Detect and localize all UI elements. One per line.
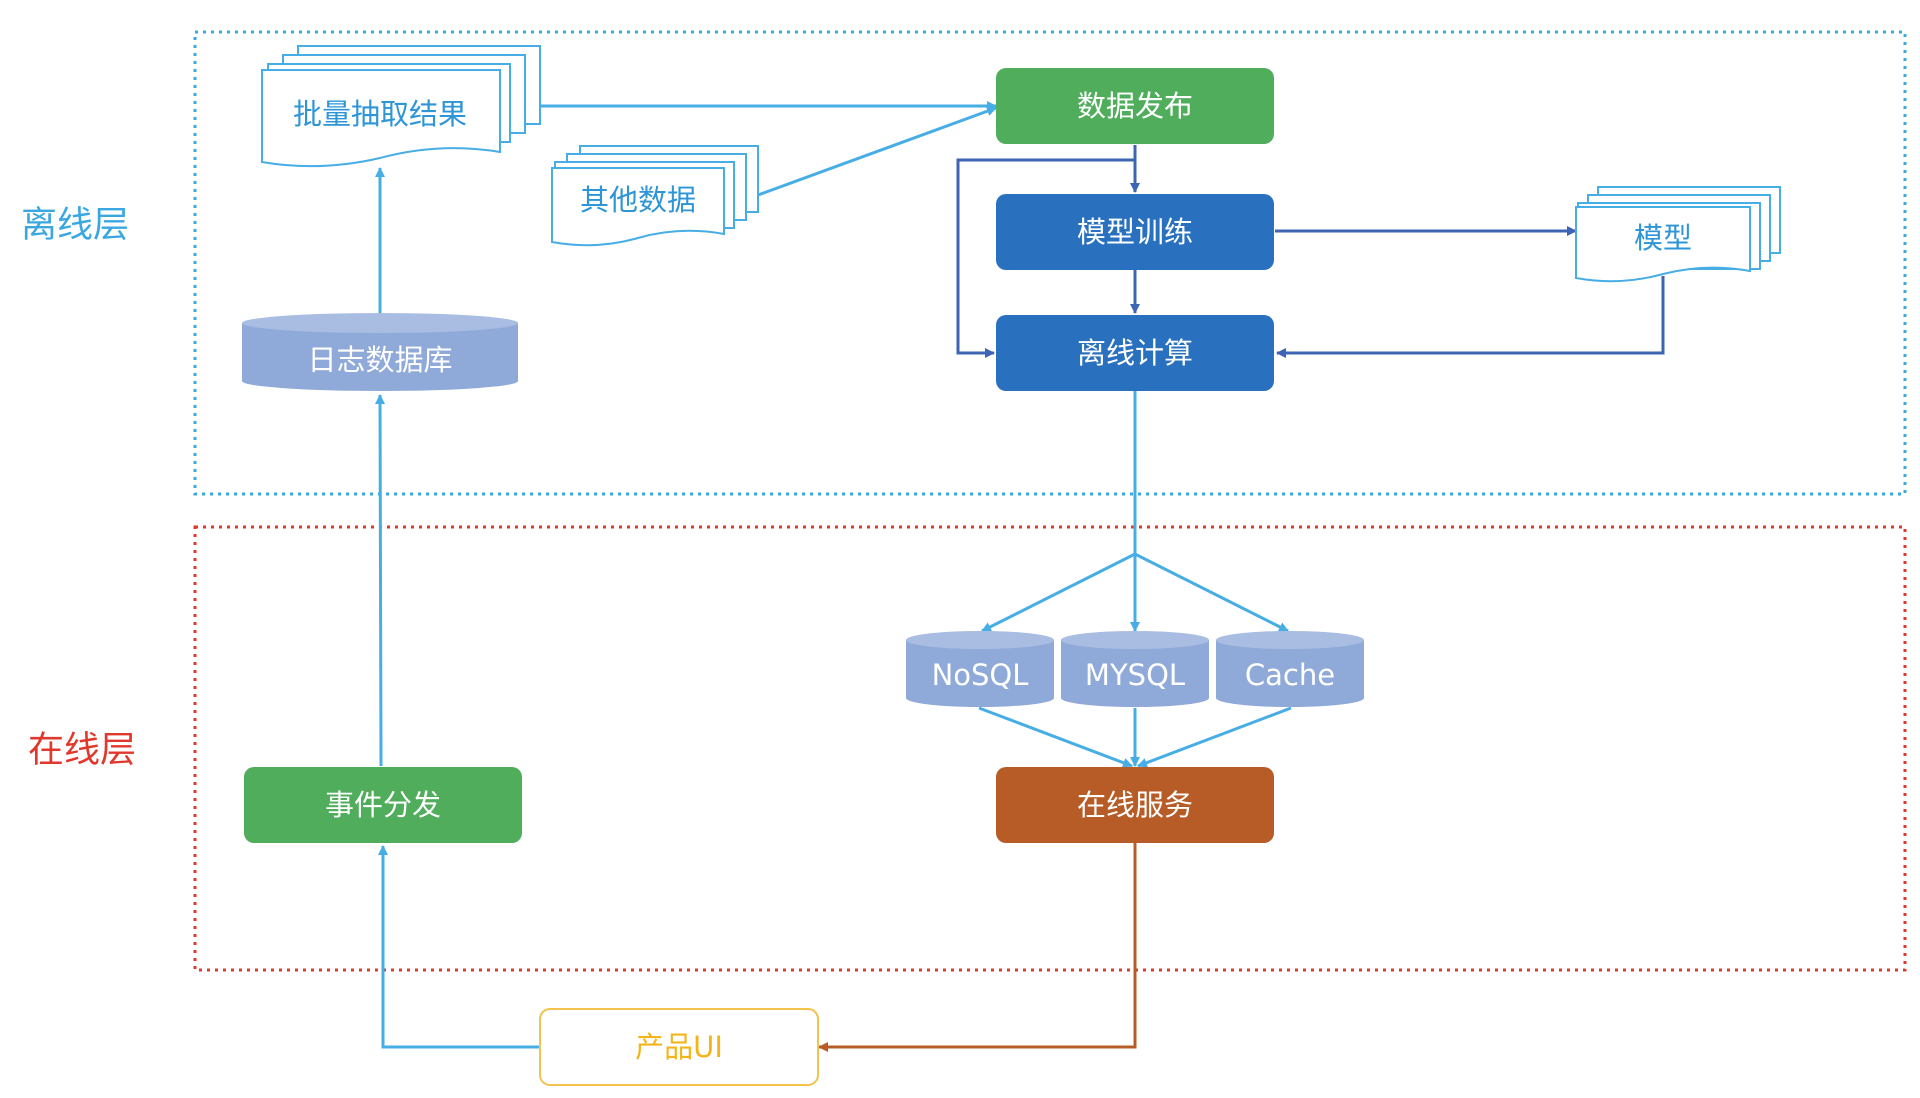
arrow-publish-to-compute <box>956 158 1135 358</box>
offline-compute-box: 离线计算 <box>996 315 1274 391</box>
arrow-nosql-to-service <box>978 706 1133 768</box>
arrow-cache-to-service <box>1137 706 1292 768</box>
model-document: 模型 <box>1575 186 1781 283</box>
log-database: 日志数据库 <box>242 313 518 391</box>
arrow-dispatch-to-logdb <box>375 394 386 767</box>
other-data-label: 其他数据 <box>580 183 696 217</box>
batch-result-label: 批量抽取结果 <box>293 97 467 131</box>
mysql-label: MYSQL <box>1085 658 1185 692</box>
product-ui-label: 产品UI <box>635 1030 723 1064</box>
arrow-service-to-ui <box>818 842 1137 1052</box>
cache-database: Cache <box>1216 631 1364 707</box>
arrow-compute-to-cache <box>1134 552 1289 633</box>
model-label: 模型 <box>1634 221 1692 255</box>
batch-result-document: 批量抽取结果 <box>261 45 541 168</box>
arrow-model-to-compute <box>1276 276 1665 358</box>
log-database-label: 日志数据库 <box>307 343 452 377</box>
event-dispatch-label: 事件分发 <box>325 788 441 822</box>
arrow-compute-to-nosql <box>981 552 1136 633</box>
nosql-label: NoSQL <box>932 658 1029 692</box>
model-training-label: 模型训练 <box>1077 215 1193 249</box>
online-service-label: 在线服务 <box>1077 788 1193 822</box>
event-dispatch-box: 事件分发 <box>244 767 522 843</box>
mysql-database: MYSQL <box>1061 631 1209 707</box>
nosql-database: NoSQL <box>906 631 1054 707</box>
cache-label: Cache <box>1245 658 1335 692</box>
online-layer-label: 在线层 <box>28 730 136 771</box>
other-data-document: 其他数据 <box>551 145 759 247</box>
data-publish-box: 数据发布 <box>996 68 1274 144</box>
product-ui-box: 产品UI <box>539 1008 819 1086</box>
online-layer-frame <box>193 525 1907 972</box>
online-service-box: 在线服务 <box>996 767 1274 843</box>
arrow-ui-to-dispatch <box>378 845 540 1049</box>
data-publish-label: 数据发布 <box>1077 89 1193 123</box>
offline-layer-frame <box>193 30 1907 496</box>
offline-compute-label: 离线计算 <box>1077 336 1193 370</box>
offline-layer-label: 离线层 <box>21 205 129 246</box>
arrow-other-to-publish <box>757 106 997 197</box>
model-training-box: 模型训练 <box>996 194 1274 270</box>
